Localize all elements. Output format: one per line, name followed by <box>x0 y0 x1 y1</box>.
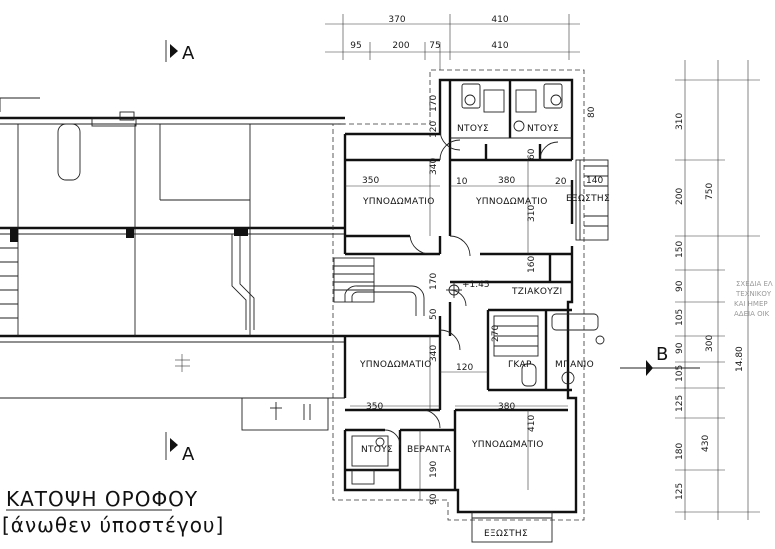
room-bath: ΜΠΑΝΙΟ <box>555 360 594 370</box>
dim-80: 80 <box>587 106 597 118</box>
room-shower-2: ΝΤΟΥΣ <box>527 124 559 134</box>
room-bedroom-2: ΥΠΝΟΔΩΜΑΤΙΟ <box>475 197 548 207</box>
room-labels: ΝΤΟΥΣ ΝΤΟΥΣ ΥΠΝΟΔΩΜΑΤΙΟ ΥΠΝΟΔΩΜΑΤΙΟ ΤΖΙΑ… <box>359 124 610 539</box>
dim-right-105: 105 <box>675 309 685 326</box>
dim-right-125: 125 <box>675 395 685 412</box>
dim-410: 410 <box>527 415 537 432</box>
official-stamp: ΣΧΕΔΙΑ ΕΛ ΤΕΧΝΙΚΟΥ ΚΑΙ ΗΜΕΡ ΑΔΕΙΑ ΟΙΚ <box>734 280 773 318</box>
dim-right-300: 300 <box>705 335 715 352</box>
room-veranda: ΒΕΡΑΝΤΑ <box>407 445 451 455</box>
dim-top-200: 200 <box>392 41 409 51</box>
room-bedroom-3: ΥΠΝΟΔΩΜΑΤΙΟ <box>359 360 432 370</box>
stamp-line-1: ΣΧΕΔΙΑ ΕΛ <box>736 280 773 288</box>
dim-120: 120 <box>456 363 473 373</box>
dim-right-180: 180 <box>675 443 685 460</box>
dim-50: 50 <box>429 308 439 320</box>
dim-340-top: 340 <box>429 158 439 175</box>
section-marker-a-bottom: A <box>165 432 195 465</box>
stamp-line-3: ΚΑΙ ΗΜΕΡ <box>734 300 768 308</box>
section-marker-a-top: A <box>165 40 195 64</box>
room-wc: ΓΚΑΡ <box>508 360 532 370</box>
dim-340-bot: 340 <box>429 345 439 362</box>
dim-top-370: 370 <box>388 15 405 25</box>
dim-right-125b: 125 <box>675 483 685 500</box>
dim-20: 20 <box>555 177 567 187</box>
room-shower-1: ΝΤΟΥΣ <box>457 124 489 134</box>
dim-190: 190 <box>429 461 439 478</box>
dim-top-410b: 410 <box>491 41 508 51</box>
lower-roof-outline <box>0 97 345 431</box>
dim-right-150: 150 <box>675 241 685 258</box>
fixtures <box>333 83 609 543</box>
stamp-line-4: ΑΔΕΙΑ ΟΙΚ <box>734 310 770 318</box>
dim-right-90: 90 <box>675 280 685 292</box>
upper-floor-walls <box>332 69 585 521</box>
right-dimension-chain: 310 200 150 90 105 90 105 125 430 180 12… <box>675 60 760 520</box>
section-b-label: B <box>656 344 668 365</box>
dim-160: 160 <box>527 256 537 273</box>
dim-right-total: 14.80 <box>735 346 745 372</box>
dim-310: 310 <box>527 205 537 222</box>
dim-120-top: 120 <box>429 121 439 138</box>
dim-350-top: 350 <box>362 176 379 186</box>
room-exostis-2: ΕΞΩΣΤΗΣ <box>484 529 528 539</box>
dim-right-310: 310 <box>675 113 685 130</box>
dim-140: 140 <box>586 176 603 186</box>
dim-10: 10 <box>456 177 468 187</box>
dim-right-105b: 105 <box>675 365 685 382</box>
section-marker-b: B <box>620 344 700 376</box>
dim-170-top: 170 <box>429 95 439 112</box>
dim-270: 270 <box>491 325 501 342</box>
title-line-2: [άνωθεν ύποστέγου] <box>2 513 224 537</box>
interior-dimensions: 350 380 140 340 310 160 170 120 60 10 20… <box>362 95 603 505</box>
dim-90: 90 <box>429 493 439 505</box>
stamp-line-2: ΤΕΧΝΙΚΟΥ <box>735 290 772 298</box>
dim-right-430: 430 <box>701 435 711 452</box>
room-exostis-1: ΕΞΩΣΤΗΣ <box>566 194 610 204</box>
dim-top-410: 410 <box>491 15 508 25</box>
dim-380-top: 380 <box>498 176 515 186</box>
dim-350-bot: 350 <box>366 402 383 412</box>
dim-380-bot: 380 <box>498 402 515 412</box>
top-dimension-chain: 370 410 95 200 75 410 <box>325 14 580 70</box>
section-a-bottom-label: A <box>182 444 195 465</box>
dim-60: 60 <box>527 148 537 160</box>
drawing-title: ΚΑΤΟΨΗ ΟΡΟΦΟΥ [άνωθεν ύποστέγου] <box>2 487 224 537</box>
room-shower-3: ΝΤΟΥΣ <box>361 445 393 455</box>
room-bedroom-1: ΥΠΝΟΔΩΜΑΤΙΟ <box>362 197 435 207</box>
dim-170-mid: 170 <box>429 273 439 290</box>
dim-top-75: 75 <box>429 41 440 51</box>
dim-top-95: 95 <box>350 41 361 51</box>
room-bedroom-4: ΥΠΝΟΔΩΜΑΤΙΟ <box>471 440 544 450</box>
dim-right-90b: 90 <box>675 342 685 354</box>
dim-right-200: 200 <box>675 188 685 205</box>
section-a-top-label: A <box>182 43 195 64</box>
level-mark: +1.45 <box>462 280 490 290</box>
dim-right-750: 750 <box>705 183 715 200</box>
title-line-1: ΚΑΤΟΨΗ ΟΡΟΦΟΥ <box>6 487 198 511</box>
room-jacuzzi: ΤΖΙΑΚΟΥΖΙ <box>511 287 562 297</box>
